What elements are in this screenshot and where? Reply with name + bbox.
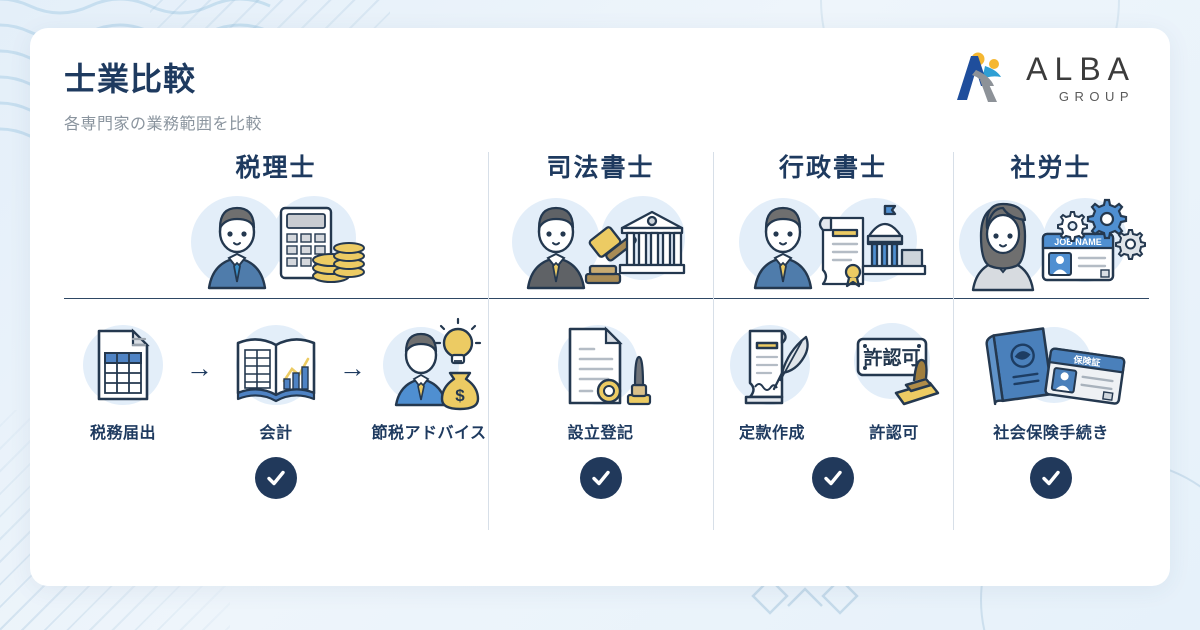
social-insurance-booklet-and-card-icon: 保険証 bbox=[976, 313, 1126, 417]
column-header-administrative-scrivener: 行政書士 bbox=[713, 148, 953, 298]
service-label: 社会保険手続き bbox=[993, 425, 1109, 442]
permit-sign-text: 許認可 bbox=[863, 346, 920, 369]
alba-group-logo: ALBA GROUP bbox=[954, 50, 1136, 106]
arrow-right-icon: → bbox=[339, 353, 366, 383]
service-item-social-insurance: 保険証 社会保険 bbox=[966, 313, 1136, 443]
column-tax-accountant: 税理士 bbox=[64, 148, 488, 548]
column-header-labor-consultant: 社労士 bbox=[953, 148, 1149, 298]
column-body-labor-consultant: 保険証 社会保険 bbox=[953, 298, 1149, 548]
logo-subtitle: GROUP bbox=[1058, 89, 1134, 104]
id-card-text: JOB NAME bbox=[1054, 237, 1102, 247]
service-label: 許認可 bbox=[869, 425, 919, 442]
column-title: 税理士 bbox=[235, 154, 317, 182]
column-body-judicial-scrivener: 設立登記 bbox=[488, 298, 713, 548]
hero-illustration-tax-accountant bbox=[181, 190, 371, 298]
service-label: 節税アドバイス bbox=[371, 425, 487, 442]
card-header: 士業比較 各専門家の業務範囲を比較 ALBA GROUP bbox=[64, 52, 1136, 146]
incorporation-registration-document-icon bbox=[546, 313, 656, 417]
articles-of-incorporation-quill-icon bbox=[722, 313, 822, 417]
comparison-grid: 税理士 bbox=[64, 148, 1149, 548]
insurance-card-text: 保険証 bbox=[1072, 353, 1101, 368]
service-item-tax-saving-advice: $ 節税アドバイス bbox=[370, 313, 488, 443]
service-label: 会計 bbox=[259, 425, 293, 442]
service-label: 設立登記 bbox=[567, 425, 634, 442]
check-circle-icon bbox=[579, 457, 622, 499]
service-items-judicial-scrivener: 設立登記 bbox=[542, 313, 660, 443]
alba-logo-text: ALBA GROUP bbox=[1026, 53, 1136, 103]
service-item-accounting: 会計 bbox=[217, 313, 335, 443]
column-labor-consultant: 社労士 bbox=[953, 148, 1149, 548]
service-items-tax-accountant: 税務届出 → bbox=[64, 313, 488, 443]
service-label: 税務届出 bbox=[89, 425, 156, 442]
check-circle-icon bbox=[255, 457, 297, 499]
column-administrative-scrivener: 行政書士 bbox=[713, 148, 953, 548]
hero-illustration-labor-consultant: JOB NAME bbox=[953, 190, 1149, 298]
arrow-right-icon: → bbox=[186, 353, 213, 383]
service-item-tax-filing: 税務届出 bbox=[64, 313, 182, 443]
tax-saving-advice-icon: $ bbox=[376, 313, 482, 417]
hero-illustration-administrative-scrivener bbox=[735, 190, 931, 298]
page-subtitle: 各専門家の業務範囲を比較 bbox=[64, 116, 263, 133]
tax-filing-document-icon bbox=[75, 313, 171, 417]
column-title: 司法書士 bbox=[546, 154, 655, 182]
logo-name: ALBA bbox=[1026, 51, 1136, 87]
permit-approval-stamp-icon: 許認可 bbox=[844, 313, 944, 417]
column-header-judicial-scrivener: 司法書士 bbox=[488, 148, 713, 298]
column-body-tax-accountant: 税務届出 → bbox=[64, 298, 488, 548]
hero-illustration-judicial-scrivener bbox=[506, 190, 696, 298]
column-title: 行政書士 bbox=[778, 154, 887, 182]
column-judicial-scrivener: 司法書士 bbox=[488, 148, 713, 548]
check-circle-icon bbox=[812, 457, 854, 499]
check-circle-icon bbox=[1030, 457, 1072, 499]
alba-logo-mark-icon bbox=[957, 52, 1002, 102]
page-title: 士業比較 bbox=[64, 61, 197, 97]
accounting-ledger-book-icon bbox=[226, 313, 326, 417]
service-items-labor-consultant: 保険証 社会保険 bbox=[966, 313, 1136, 443]
service-item-permit-approval: 許認可 許認可 bbox=[835, 313, 953, 443]
column-body-administrative-scrivener: 定款作成 許認可 bbox=[713, 298, 953, 548]
service-item-incorporation-registration: 設立登記 bbox=[542, 313, 660, 443]
column-header-tax-accountant: 税理士 bbox=[64, 148, 488, 298]
comparison-card: 士業比較 各専門家の業務範囲を比較 ALBA GROUP 税理士 bbox=[30, 28, 1170, 586]
column-title: 社労士 bbox=[1010, 154, 1092, 182]
service-items-administrative-scrivener: 定款作成 許認可 bbox=[713, 313, 953, 443]
svg-text:$: $ bbox=[455, 386, 465, 405]
service-label: 定款作成 bbox=[738, 425, 805, 442]
service-item-articles-of-incorporation: 定款作成 bbox=[713, 313, 831, 443]
